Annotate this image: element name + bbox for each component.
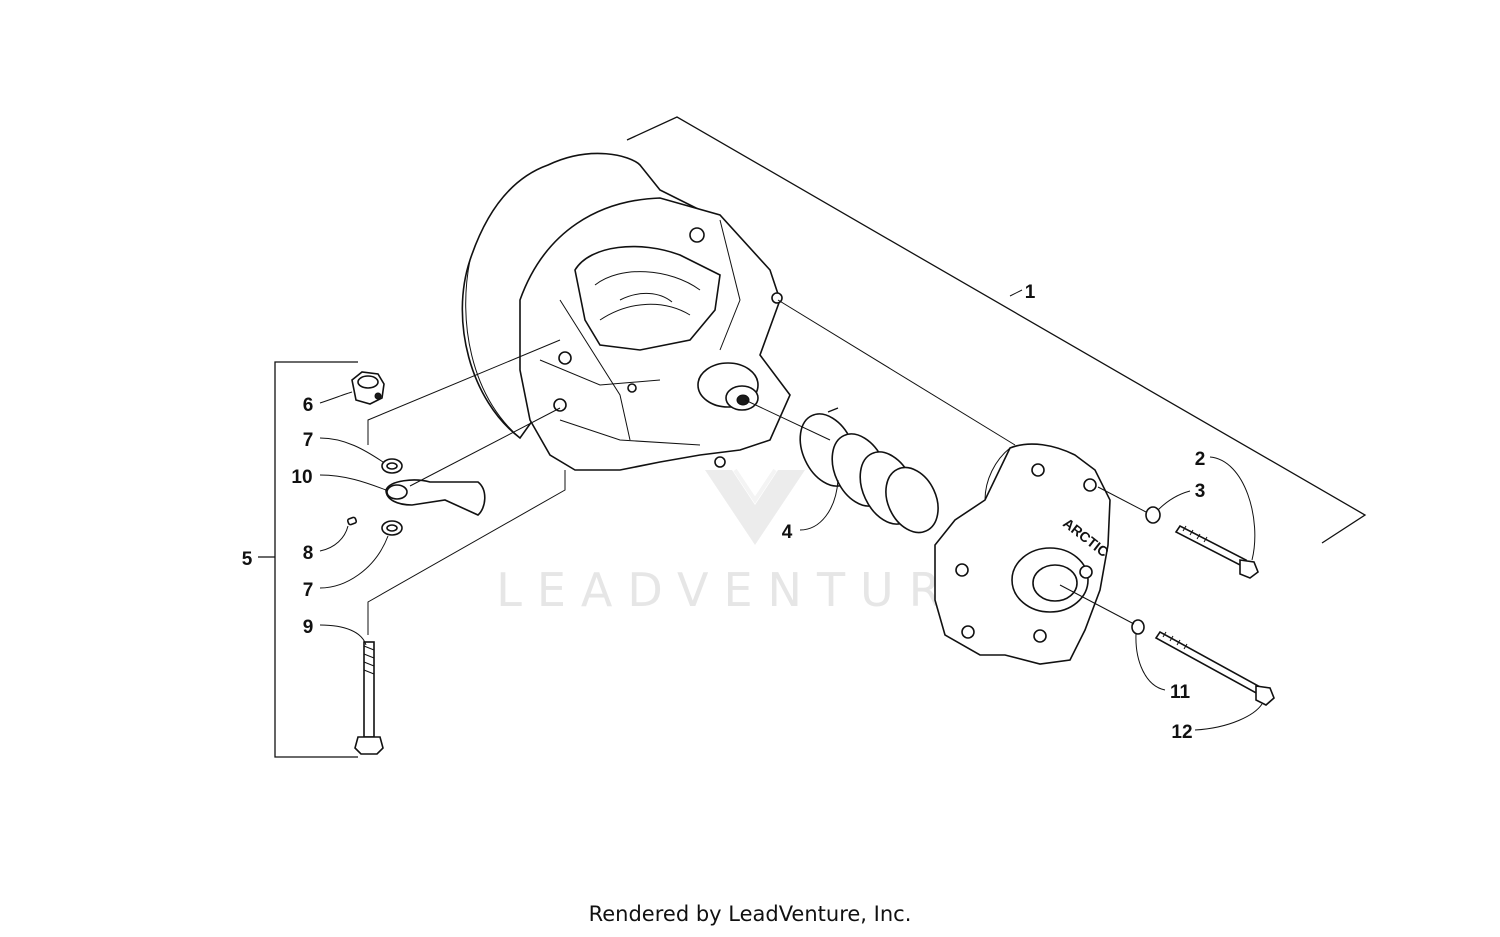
callout-4: 4 (782, 522, 793, 543)
bolt-2 (1174, 524, 1259, 579)
callout-7-lower: 7 (303, 580, 314, 601)
footer-credit: Rendered by LeadVenture, Inc. (588, 902, 912, 926)
watermark-text: LEADVENTURE (496, 563, 1000, 617)
callout-7-upper: 7 (303, 430, 314, 451)
bracket-group-5 (258, 361, 358, 758)
callout-10: 10 (291, 467, 312, 488)
bracket-assembly-1 (626, 116, 1367, 544)
watermark: LEADVENTURE (496, 468, 1000, 617)
set-screw (346, 516, 358, 526)
shoulder-bolt (354, 641, 384, 755)
callout-1: 1 (1025, 282, 1036, 303)
callout-8: 8 (303, 543, 314, 564)
callout-11: 11 (1170, 682, 1191, 703)
washers (381, 458, 1161, 635)
driven-clutch-assembly (461, 152, 791, 471)
callout-3: 3 (1195, 481, 1206, 502)
callout-9: 9 (303, 617, 314, 638)
lock-nut (351, 371, 385, 405)
leader-lines (319, 289, 1263, 731)
callout-5: 5 (242, 549, 253, 570)
spring (799, 407, 939, 534)
roller-arm (385, 479, 486, 516)
callout-6: 6 (303, 395, 314, 416)
cover-plate: ARCTIC (934, 443, 1112, 665)
callout-12: 12 (1171, 722, 1192, 743)
callout-2: 2 (1195, 449, 1206, 470)
callouts: 1 2 3 4 5 6 7 7 8 9 10 11 12 (242, 282, 1206, 743)
bolt-12 (1154, 630, 1275, 706)
